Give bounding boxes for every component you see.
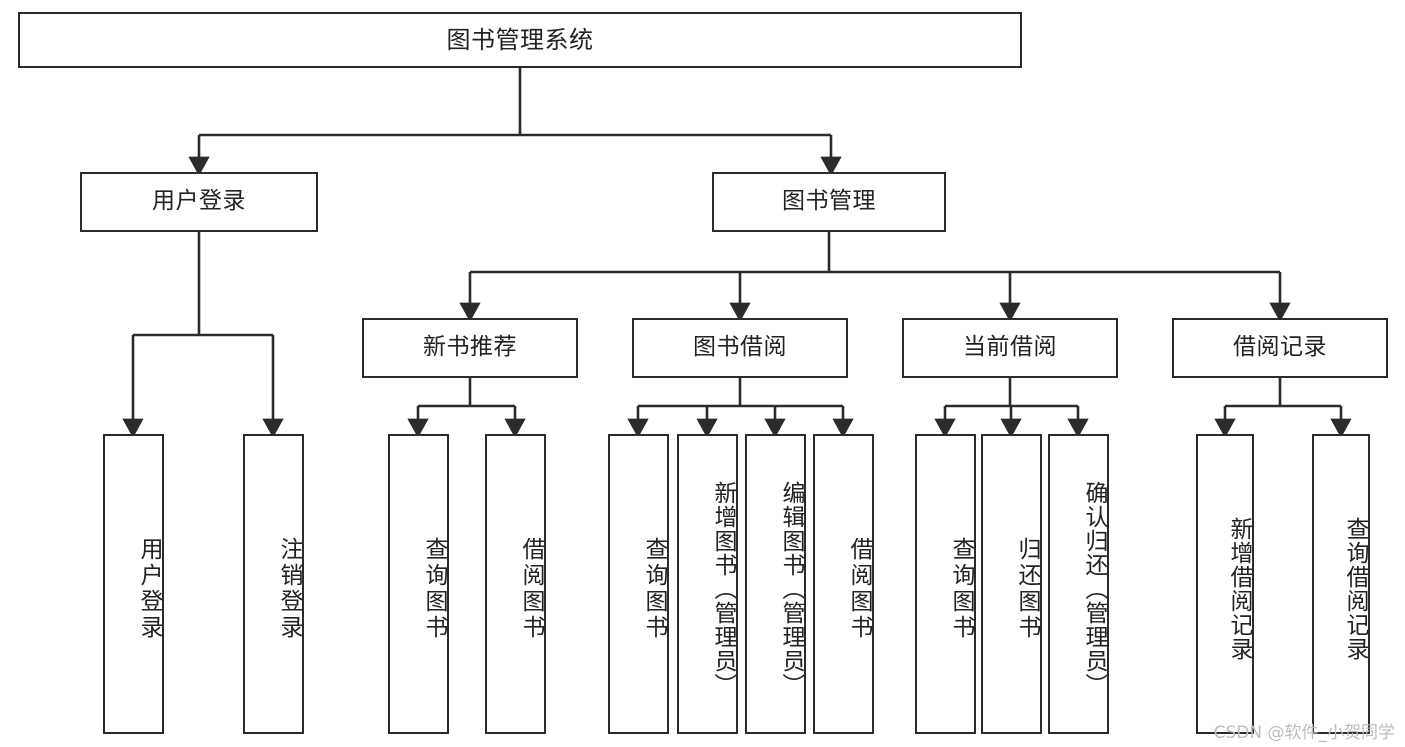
node-book-management[interactable]: 图书管理 (712, 172, 946, 232)
node-leaf-query-book-1[interactable]: 查询图书 (388, 434, 449, 734)
node-label: 图书借阅 (693, 334, 787, 361)
node-leaf-query-book-2[interactable]: 查询图书 (608, 434, 669, 734)
node-new-book-recommend[interactable]: 新书推荐 (362, 318, 578, 378)
node-leaf-add-book[interactable]: 新增图书（管理员） (677, 434, 738, 734)
node-book-borrow[interactable]: 图书借阅 (632, 318, 848, 378)
node-borrow-record[interactable]: 借阅记录 (1172, 318, 1388, 378)
node-leaf-query-record[interactable]: 查询借阅记录 (1312, 434, 1370, 734)
node-current-borrow[interactable]: 当前借阅 (902, 318, 1118, 378)
node-leaf-return-book[interactable]: 归还图书 (981, 434, 1042, 734)
node-label: 当前借阅 (963, 334, 1057, 361)
node-label: 新增图书（管理员） (710, 481, 736, 697)
node-label: 图书管理 (782, 188, 876, 215)
node-label: 查询图书 (421, 537, 447, 641)
node-leaf-query-book-3[interactable]: 查询图书 (915, 434, 976, 734)
node-label: 编辑图书（管理员） (778, 481, 804, 697)
node-label: 用户登录 (152, 188, 246, 215)
node-label: 查询图书 (948, 537, 974, 641)
node-label: 新增借阅记录 (1226, 517, 1252, 661)
node-label: 归还图书 (1014, 537, 1040, 641)
node-leaf-borrow-book-1[interactable]: 借阅图书 (485, 434, 546, 734)
node-leaf-confirm-return[interactable]: 确认归还（管理员） (1048, 434, 1109, 734)
node-label: 确认归还（管理员） (1081, 481, 1107, 697)
node-label: 用户登录 (136, 537, 162, 641)
node-root-book-management-system[interactable]: 图书管理系统 (18, 12, 1022, 68)
node-leaf-user-login[interactable]: 用户登录 (103, 434, 164, 734)
node-label: 借阅图书 (518, 537, 544, 641)
node-label: 新书推荐 (423, 334, 517, 361)
node-leaf-logout[interactable]: 注销登录 (243, 434, 304, 734)
node-user-login[interactable]: 用户登录 (80, 172, 318, 232)
node-leaf-add-record[interactable]: 新增借阅记录 (1196, 434, 1254, 734)
node-leaf-borrow-book-2[interactable]: 借阅图书 (813, 434, 874, 734)
node-label: 查询图书 (641, 537, 667, 641)
node-label: 图书管理系统 (446, 25, 594, 54)
node-label: 注销登录 (276, 537, 302, 641)
node-label: 借阅记录 (1233, 334, 1327, 361)
node-leaf-edit-book[interactable]: 编辑图书（管理员） (745, 434, 806, 734)
node-label: 查询借阅记录 (1342, 517, 1368, 661)
csdn-watermark: CSDN @软件_小贺同学 (1213, 723, 1395, 743)
node-label: 借阅图书 (846, 537, 872, 641)
